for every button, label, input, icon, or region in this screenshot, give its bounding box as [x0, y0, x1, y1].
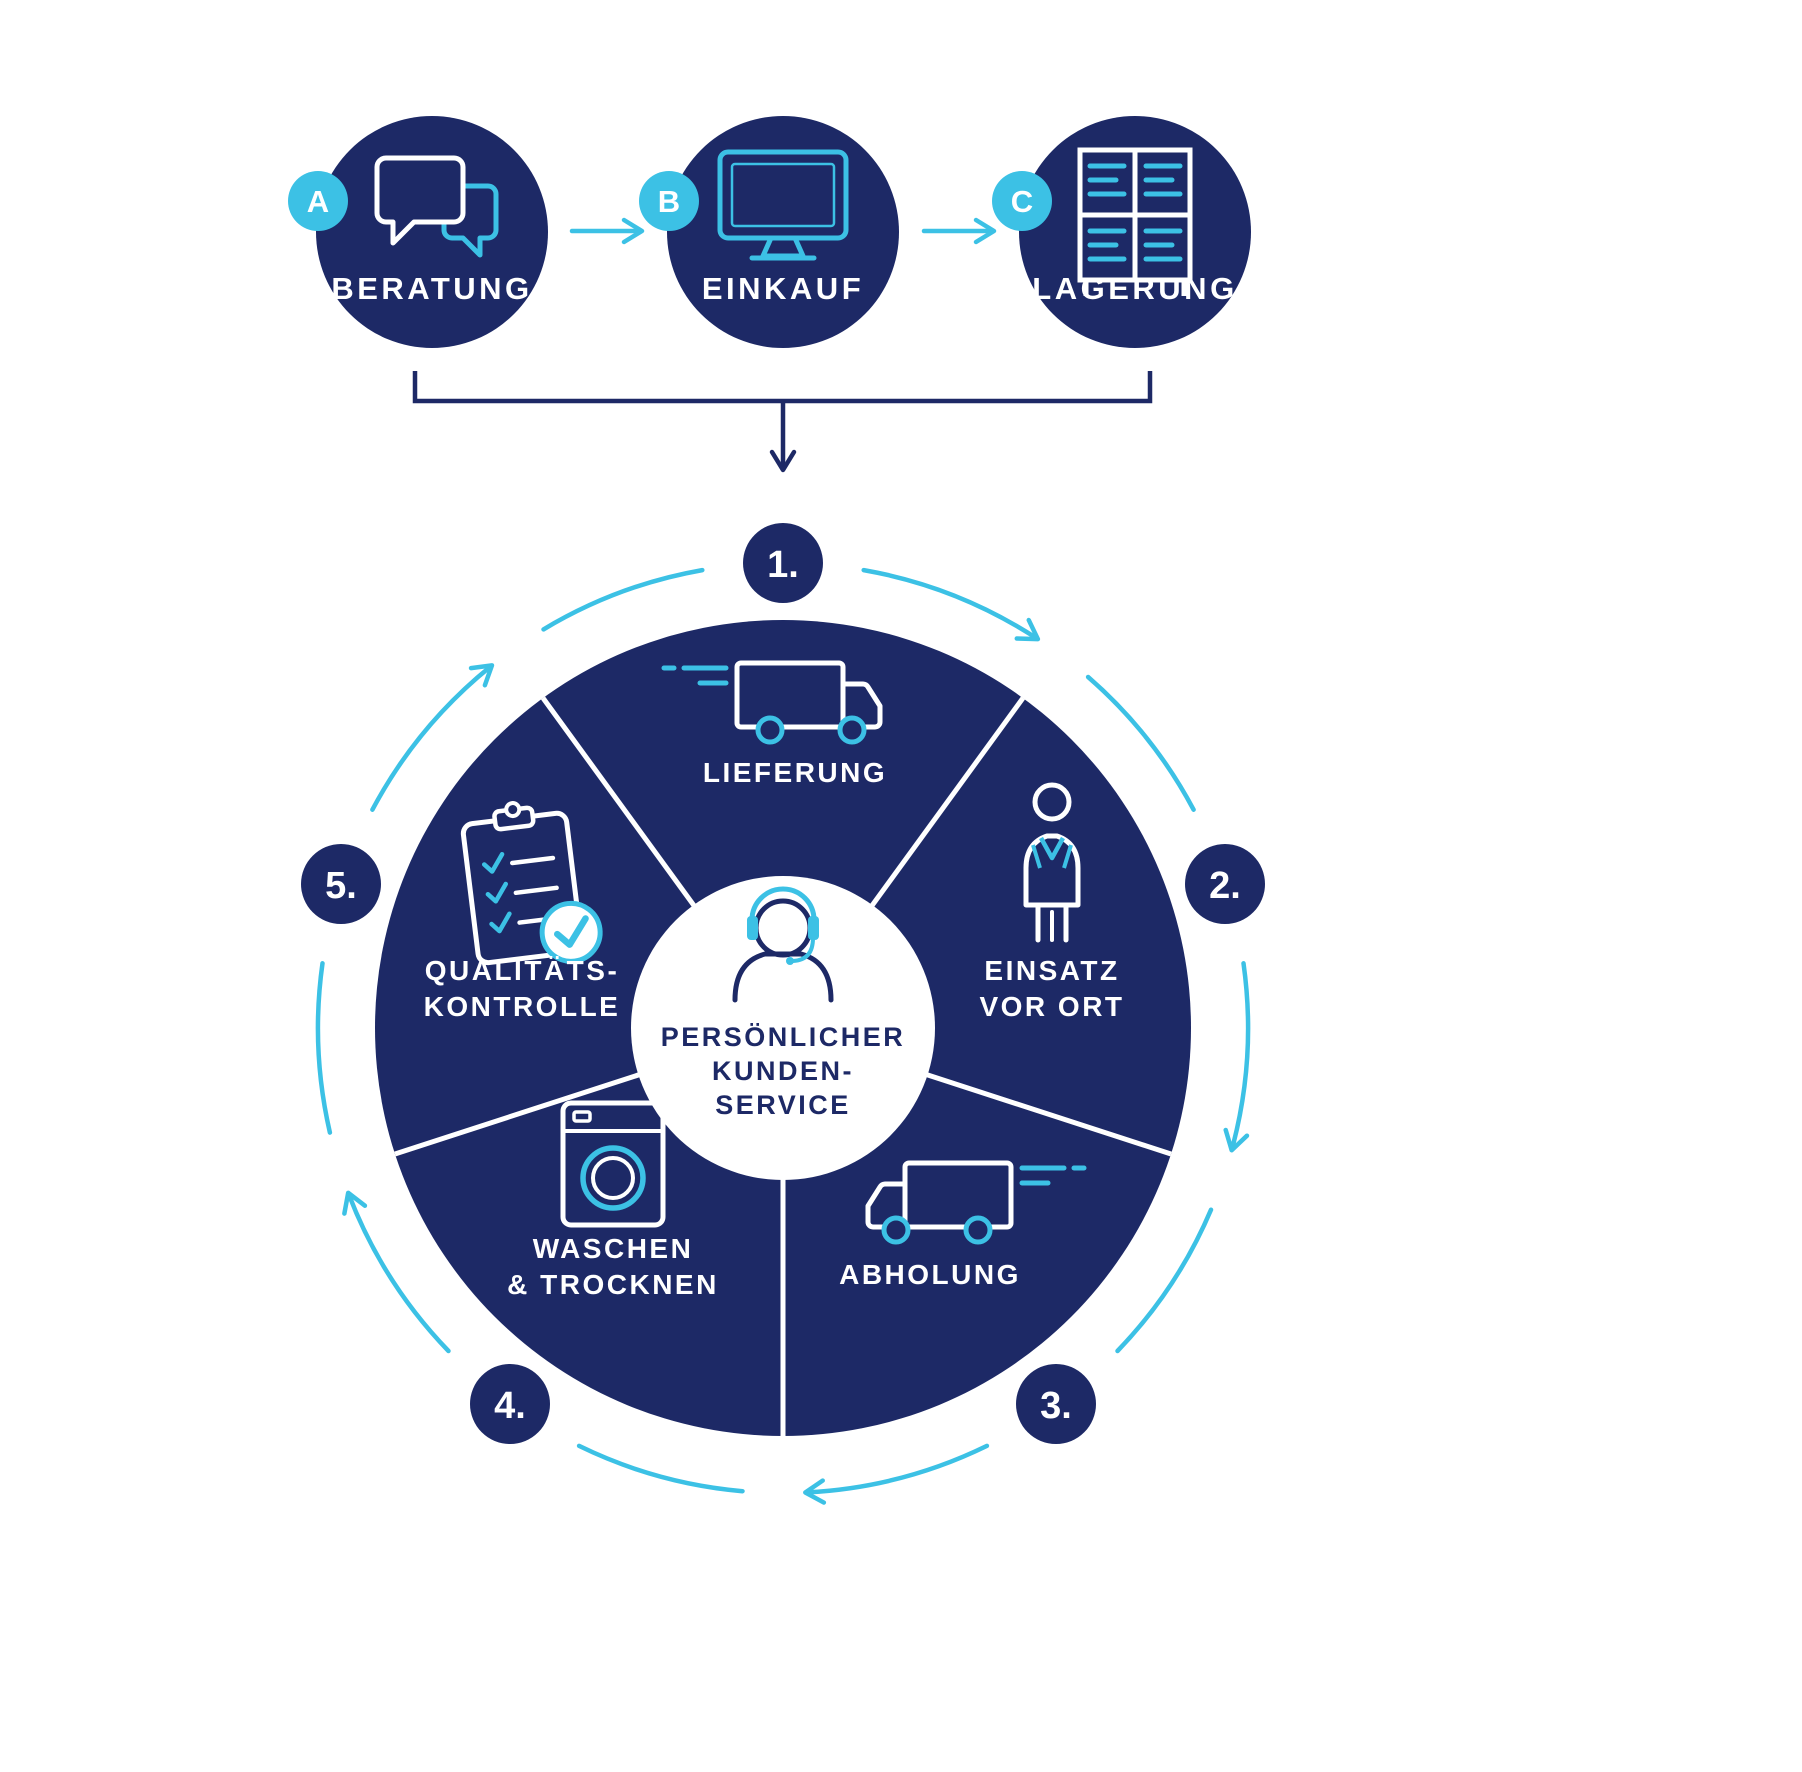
cycle-number-label: 5. — [325, 865, 357, 907]
cycle-number-2: 2. — [1185, 844, 1265, 924]
wedge-abholung: ABHOLUNG — [839, 1160, 1087, 1290]
step-label: EINKAUF — [702, 271, 864, 306]
top-step-einkauf: EINKAUF B — [639, 116, 899, 348]
cycle-number-5: 5. — [301, 844, 381, 924]
wedge-label: VOR ORT — [979, 991, 1124, 1022]
cycle-arc-1a — [861, 567, 1041, 642]
cycle-arc-1b — [1085, 674, 1196, 812]
wedge-qualitaetskontrolle: QUALITÄTS- KONTROLLE — [424, 801, 621, 1022]
person-suit-icon — [1023, 782, 1081, 943]
cycle-arcs — [315, 567, 1251, 1505]
washing-machine-icon — [560, 1100, 666, 1228]
cycle-number-label: 4. — [494, 1385, 526, 1427]
desktop-monitor-icon — [717, 149, 849, 261]
cycle-arc-3b — [576, 1443, 745, 1494]
cycle-arc-4b — [315, 961, 333, 1135]
wedge-lieferung: LIEFERUNG — [661, 660, 887, 788]
cycle-number-3: 3. — [1016, 1364, 1096, 1444]
wedge-label: QUALITÄTS- — [425, 955, 620, 986]
chat-bubbles-icon — [374, 155, 499, 258]
step-badge — [288, 171, 348, 231]
hub-label: KUNDEN- — [712, 1056, 854, 1086]
storage-shelf-icon — [1077, 147, 1193, 296]
cycle-arc-5a — [370, 663, 495, 812]
hub-label: SERVICE — [715, 1090, 851, 1120]
wedge-label: EINSATZ — [984, 955, 1119, 986]
hub-circle — [631, 876, 935, 1180]
cycle-arc-3a — [803, 1443, 990, 1505]
step-circle — [316, 116, 548, 348]
cycle-arc-4a — [342, 1190, 451, 1354]
cycle-step-numbers: 1. 2. 3. 4. 5. — [301, 523, 1265, 1444]
step-badge — [639, 171, 699, 231]
step-label: LAGERUNG — [1032, 271, 1237, 306]
service-cycle-wheel: LIEFERUNG EINSATZ VOR ORT — [375, 620, 1191, 1436]
step-badge — [992, 171, 1052, 231]
wedge-label: ABHOLUNG — [839, 1259, 1021, 1290]
wedge-einsatz-vor-ort: EINSATZ VOR ORT — [979, 782, 1124, 1022]
cycle-number-label: 1. — [767, 544, 799, 586]
wedge-waschen-trocknen: WASCHEN & TROCKNEN — [507, 1100, 719, 1300]
step-badge-letter: C — [1011, 184, 1033, 219]
pickup-truck-left-icon — [865, 1160, 1087, 1245]
cycle-arc-2b — [1115, 1207, 1214, 1354]
cycle-arc-5b — [541, 567, 705, 632]
wedge-label: WASCHEN — [533, 1233, 694, 1264]
support-agent-headset-icon — [732, 886, 834, 1003]
cycle-number-4: 4. — [470, 1364, 550, 1444]
top-step-beratung: BERATUNG A — [288, 116, 548, 348]
cycle-number-1: 1. — [743, 523, 823, 603]
step-badge-letter: A — [307, 184, 329, 219]
hub-label: PERSÖNLICHER — [661, 1022, 906, 1052]
center-hub-kundenservice: PERSÖNLICHER KUNDEN- SERVICE — [631, 876, 935, 1180]
step-label: BERATUNG — [331, 271, 532, 306]
delivery-truck-right-icon — [661, 660, 883, 745]
wedge-label: & TROCKNEN — [507, 1269, 719, 1300]
merge-bracket — [412, 371, 1153, 404]
step-badge-letter: B — [658, 184, 680, 219]
cycle-arc-2a — [1223, 961, 1251, 1153]
cycle-number-label: 2. — [1209, 865, 1241, 907]
wedge-label: KONTROLLE — [424, 991, 621, 1022]
wedge-label: LIEFERUNG — [703, 757, 887, 788]
clipboard-check-icon — [460, 801, 603, 966]
cycle-number-label: 3. — [1040, 1385, 1072, 1427]
top-step-lagerung: LAGERUNG C — [992, 116, 1251, 348]
